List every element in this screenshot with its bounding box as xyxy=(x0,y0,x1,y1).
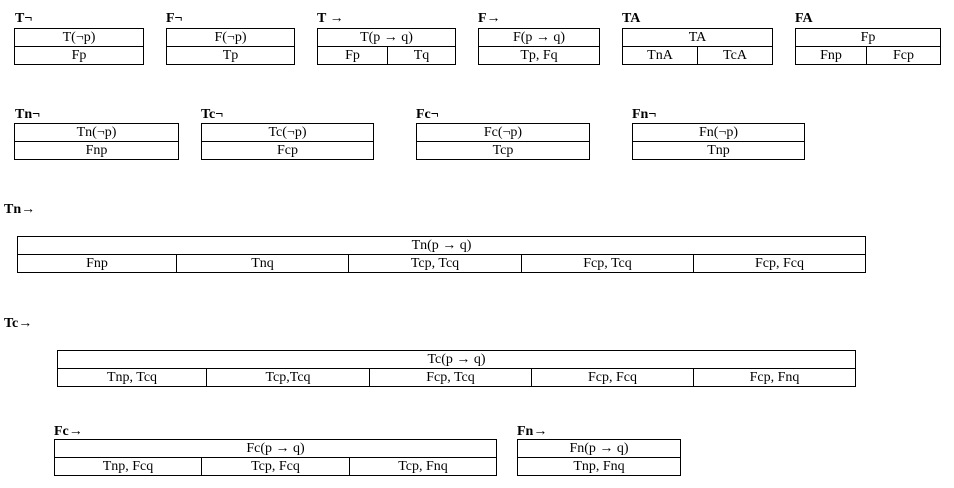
rule-label: Tn→ xyxy=(4,202,36,217)
rule-branch: Fcp xyxy=(201,141,374,160)
rule-premise: Tc(p → q) xyxy=(56,350,857,369)
rule-label: Tn¬ xyxy=(15,107,41,122)
rule-premise: F(¬p) xyxy=(166,28,295,47)
rule-branch: Tnp, Tcq xyxy=(57,368,207,387)
rule-branch: Tp xyxy=(166,46,295,65)
rule-label: Tc¬ xyxy=(201,107,224,122)
rule-branch: Fcp, Fcq xyxy=(692,254,867,273)
rule-branch: Fcp, Tcq xyxy=(369,368,532,387)
rule-table: F(¬p)Tp xyxy=(166,28,295,65)
rule-premise: Fc(¬p) xyxy=(416,123,590,142)
rule-label: F→ xyxy=(478,11,501,26)
rule-table: Tc(¬p)Fcp xyxy=(201,123,374,160)
rule-branch: Fcp xyxy=(865,46,942,65)
rule-branch: Fcp, Fnq xyxy=(692,368,857,387)
rule-branch: Tq xyxy=(386,46,457,65)
rule-branch: Fnp xyxy=(795,46,867,65)
rule-premise: Fc(p → q) xyxy=(53,439,498,458)
rule-label: Tc→ xyxy=(4,316,33,331)
rule-label: Fc→ xyxy=(54,424,83,439)
rule-branch: Tcp, Tcq xyxy=(348,254,522,273)
rule-table: Fc(¬p)Tcp xyxy=(416,123,590,160)
rule-branch: Tcp, Fcq xyxy=(201,457,350,476)
rule-branch: Fp xyxy=(14,46,144,65)
rule-premise: TA xyxy=(621,28,774,47)
rule-premise: T(p → q) xyxy=(316,28,457,47)
rule-premise: Fn(p → q) xyxy=(517,439,681,458)
rule-table: Fn(p → q)Tnp, Fnq xyxy=(517,439,681,476)
rule-branch: Fnp xyxy=(14,141,179,160)
rule-branch: Fcp, Fcq xyxy=(531,368,694,387)
rule-premise: Fn(¬p) xyxy=(632,123,805,142)
rule-label: T¬ xyxy=(15,11,33,26)
rule-label: T → xyxy=(317,11,344,26)
rule-branch: Fcp, Tcq xyxy=(521,254,694,273)
rule-branch: Tnp, Fnq xyxy=(517,457,681,476)
rule-table: Fn(¬p)Tnp xyxy=(632,123,805,160)
rule-branch: Tp, Fq xyxy=(478,46,600,65)
rule-branch: Tnp, Fcq xyxy=(54,457,202,476)
rule-premise: Fp xyxy=(794,28,942,47)
rule-premise: T(¬p) xyxy=(14,28,144,47)
rule-branch: Tcp,Tcq xyxy=(206,368,370,387)
rule-branch: Fnp xyxy=(17,254,177,273)
rule-label: FA xyxy=(795,11,813,26)
rule-premise: Tn(p → q) xyxy=(16,236,867,255)
rule-table: F(p → q)Tp, Fq xyxy=(478,28,600,65)
rule-label: F¬ xyxy=(166,11,183,26)
rule-premise: F(p → q) xyxy=(478,28,600,47)
rule-premise: Tc(¬p) xyxy=(201,123,374,142)
rule-branch: TnA xyxy=(622,46,698,65)
rule-branch: Tnq xyxy=(176,254,349,273)
rule-branch: Tcp, Fnq xyxy=(348,457,498,476)
rule-table: T(¬p)Fp xyxy=(14,28,144,65)
rule-premise: Tn(¬p) xyxy=(14,123,179,142)
rule-branch: Fp xyxy=(317,46,388,65)
rule-label: TA xyxy=(622,11,641,26)
rule-table: Tn(¬p)Fnp xyxy=(14,123,179,160)
rule-label: Fn→ xyxy=(517,424,548,439)
rule-branch: Tcp xyxy=(416,141,590,160)
rule-label: Fn¬ xyxy=(632,107,657,122)
rule-branch: Tnp xyxy=(632,141,805,160)
rule-label: Fc¬ xyxy=(416,107,439,122)
rule-branch: TcA xyxy=(696,46,774,65)
